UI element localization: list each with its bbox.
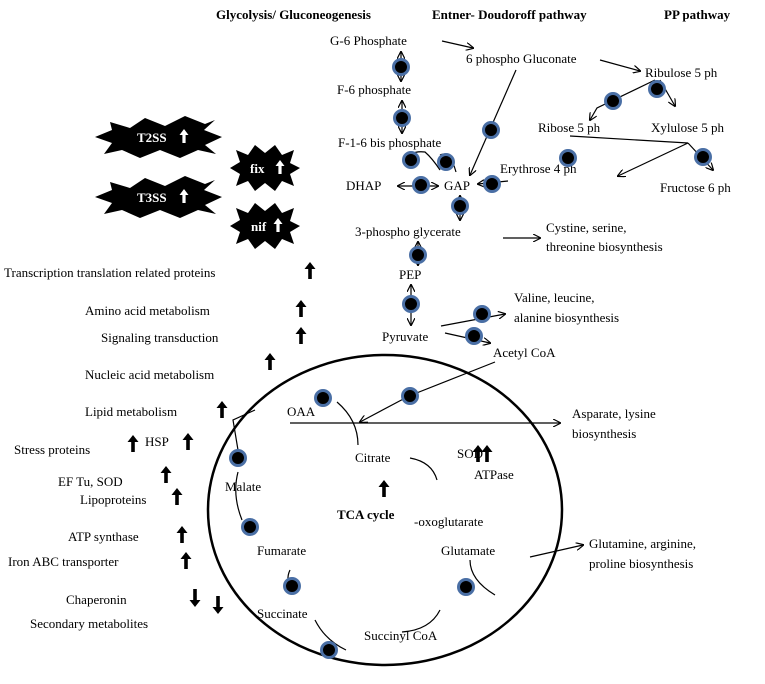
label-ribose-5-ph: Ribose 5 ph xyxy=(538,120,601,135)
label-tca-cycle: TCA cycle xyxy=(337,507,395,522)
node xyxy=(483,175,501,193)
label-dhap: DHAP xyxy=(346,178,381,193)
label-oxoglutarate: -oxoglutarate xyxy=(414,514,484,529)
label-fumarate: Fumarate xyxy=(257,543,306,558)
label-glutamine-line2: proline biosynthesis xyxy=(589,556,693,571)
node xyxy=(451,197,469,215)
badge-t3ss-label: T3SS xyxy=(137,190,167,205)
category-down-arrow xyxy=(212,596,224,614)
node xyxy=(402,295,420,313)
category-up-arrow xyxy=(182,433,194,450)
category-label: Secondary metabolites xyxy=(30,616,148,631)
label-erythrose-4-ph: Erythrose 4 ph xyxy=(500,161,577,176)
node xyxy=(604,92,622,110)
label-g6p: G-6 Phosphate xyxy=(330,33,407,48)
node xyxy=(648,80,666,98)
label-xylulose-5-ph: Xylulose 5 ph xyxy=(651,120,724,135)
label-glutamine-line1: Glutamine, arginine, xyxy=(589,536,696,551)
label-citrate: Citrate xyxy=(355,450,391,465)
category-label: Stress proteins xyxy=(14,442,90,457)
node xyxy=(409,246,427,264)
label-succinyl-coa: Succinyl CoA xyxy=(364,628,438,643)
tca-up-arrow xyxy=(378,480,390,497)
category-up-arrow xyxy=(160,466,172,483)
category-label: ATP synthase xyxy=(68,529,139,544)
protein-category-list: Transcription translation related protei… xyxy=(4,262,316,631)
badge-fix: fix xyxy=(230,145,300,191)
sod-up-arrow-2 xyxy=(481,445,493,462)
node xyxy=(392,58,410,76)
header-glycolysis: Glycolysis/ Gluconeogenesis xyxy=(216,7,371,22)
label-succinate: Succinate xyxy=(257,606,308,621)
label-pyruvate: Pyruvate xyxy=(382,329,428,344)
category-label: Lipid metabolism xyxy=(85,404,177,419)
label-6-phospho-gluconate: 6 phospho Gluconate xyxy=(466,51,577,66)
category-label: HSP xyxy=(145,434,169,449)
node xyxy=(393,109,411,127)
node xyxy=(402,151,420,169)
label-ribulose-5-ph: Ribulose 5 ph xyxy=(645,65,718,80)
category-label: Nucleic acid metabolism xyxy=(85,367,214,382)
node xyxy=(229,449,247,467)
category-label: Signaling transduction xyxy=(101,330,219,345)
label-fructose-6-ph: Fructose 6 ph xyxy=(660,180,731,195)
badge-nif: nif xyxy=(230,203,300,249)
header-pp-pathway: PP pathway xyxy=(664,7,731,22)
label-f6p: F-6 phosphate xyxy=(337,82,411,97)
label-glutamate: Glutamate xyxy=(441,543,495,558)
node xyxy=(401,387,419,405)
node xyxy=(437,153,455,171)
label-oaa: OAA xyxy=(287,404,316,419)
category-label: EF Tu, SOD xyxy=(58,474,123,489)
header-entner-doudoroff: Entner- Doudoroff pathway xyxy=(432,7,587,22)
category-label: Amino acid metabolism xyxy=(85,303,210,318)
node xyxy=(465,327,483,345)
node xyxy=(559,149,577,167)
node xyxy=(482,121,500,139)
category-down-arrow xyxy=(189,589,201,607)
label-valine-line2: alanine biosynthesis xyxy=(514,310,619,325)
node xyxy=(241,518,259,536)
label-malate: Malate xyxy=(225,479,261,494)
node xyxy=(473,305,491,323)
label-asparate-line2: biosynthesis xyxy=(572,426,636,441)
label-3-phospho-glycerate: 3-phospho glycerate xyxy=(355,224,461,239)
category-up-arrow xyxy=(180,552,192,569)
node xyxy=(314,389,332,407)
label-asparate-line1: Asparate, lysine xyxy=(572,406,656,421)
label-cystine-line2: threonine biosynthesis xyxy=(546,239,663,254)
category-up-arrow xyxy=(295,327,307,344)
category-label: Chaperonin xyxy=(66,592,127,607)
label-cystine-line1: Cystine, serine, xyxy=(546,220,627,235)
node xyxy=(320,641,338,659)
label-acetyl-coa: Acetyl CoA xyxy=(493,345,556,360)
badge-t2ss: T2SS xyxy=(95,116,222,158)
badge-t3ss: T3SS xyxy=(95,176,222,218)
category-up-arrow xyxy=(304,262,316,279)
node xyxy=(457,578,475,596)
node xyxy=(283,577,301,595)
node xyxy=(694,148,712,166)
label-f16bp: F-1-6 bis phosphate xyxy=(338,135,442,150)
label-valine-line1: Valine, leucine, xyxy=(514,290,595,305)
label-atpase: ATPase xyxy=(474,467,514,482)
category-up-arrow xyxy=(216,401,228,418)
category-up-arrow xyxy=(295,300,307,317)
label-gap: GAP xyxy=(444,178,470,193)
category-up-arrow xyxy=(127,435,139,452)
node xyxy=(412,176,430,194)
category-label: Iron ABC transporter xyxy=(8,554,119,569)
badge-nif-label: nif xyxy=(251,219,267,234)
category-up-arrow xyxy=(176,526,188,543)
category-label: Lipoproteins xyxy=(80,492,146,507)
label-pep: PEP xyxy=(399,267,421,282)
badge-fix-label: fix xyxy=(250,161,265,176)
category-label: Transcription translation related protei… xyxy=(4,265,215,280)
tca-cycle-boundary xyxy=(206,353,564,667)
badge-t2ss-label: T2SS xyxy=(137,130,167,145)
category-up-arrow xyxy=(264,353,276,370)
category-up-arrow xyxy=(171,488,183,505)
